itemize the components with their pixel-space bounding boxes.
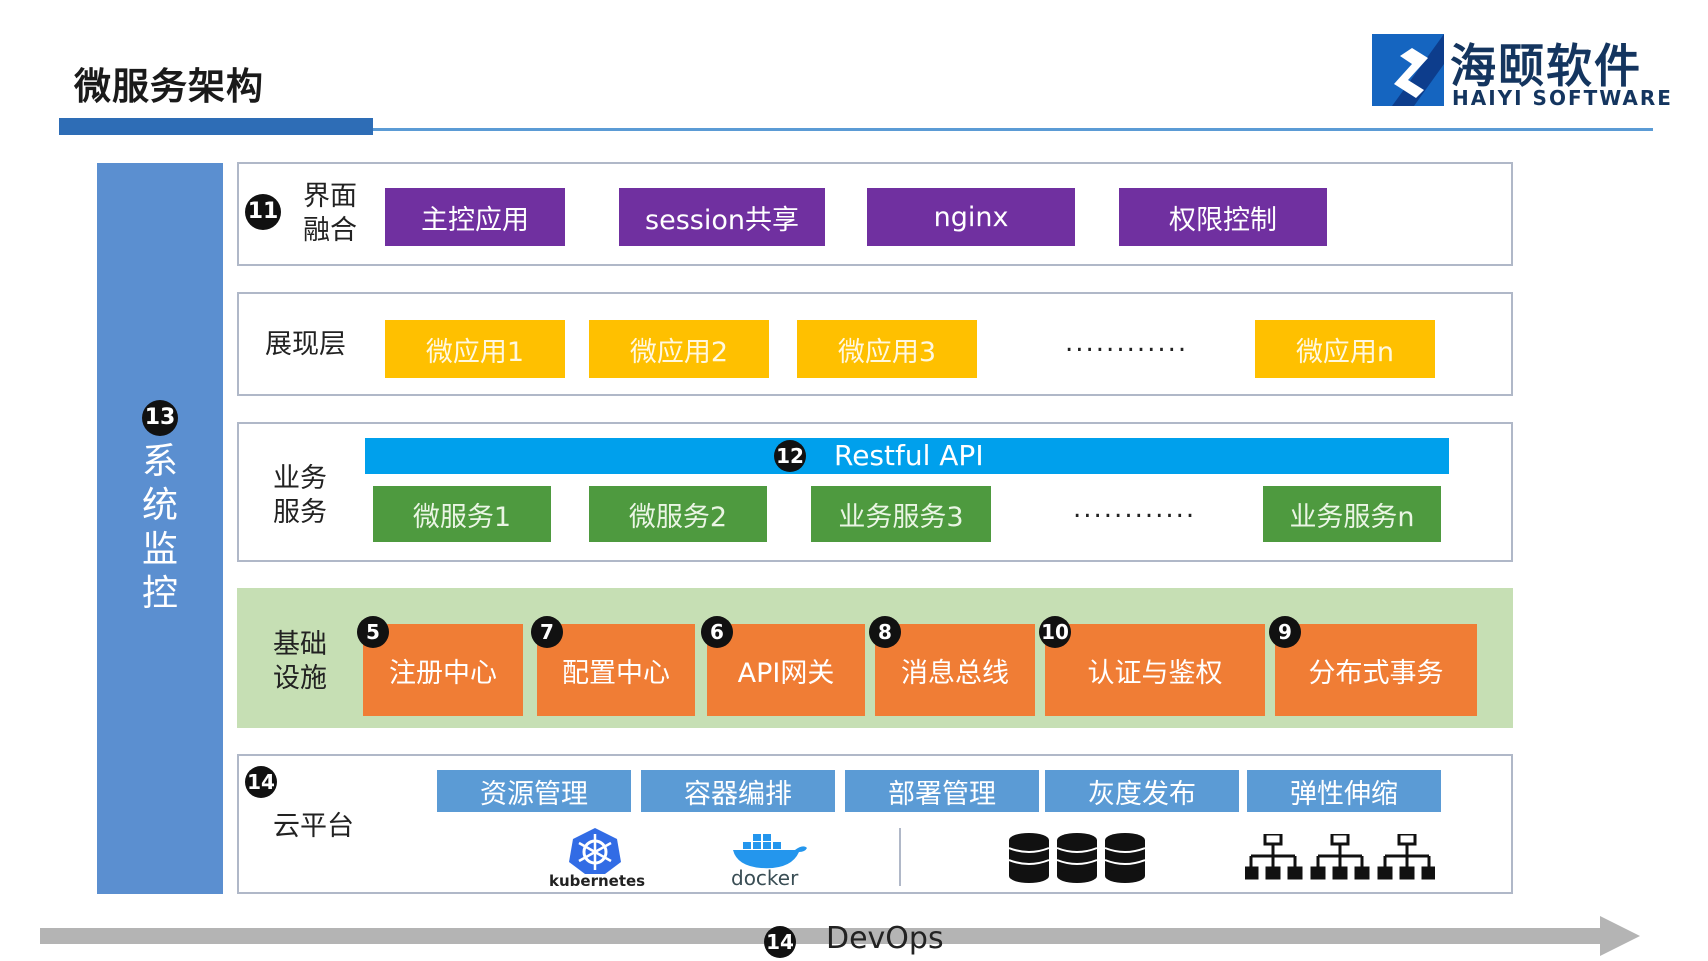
logo-english-text: HAIYI SOFTWARE [1452,86,1673,110]
database-icon [1009,833,1145,883]
kubernetes-label: kubernetes [549,872,646,890]
ui-fusion-label-1: 界面 [303,181,357,212]
logo-chinese-text: 海颐软件 [1450,39,1642,93]
config-center-box: 配置中心 [537,624,695,716]
layer-infrastructure: 基础 设施 注册中心 5 配置中心 7 API网关 6 消息总线 8 认证与鉴权… [237,588,1513,728]
layer-presentation: 展现层 微应用1 微应用2 微应用3 ............ 微应用n [237,292,1513,396]
devops-badge: 14 [764,926,796,958]
restful-api-bar [365,438,1449,474]
docker-icon [733,834,807,869]
restful-api-label: Restful API [834,439,984,472]
docker-label: docker [731,866,799,890]
ui-fusion-label-2: 融合 [303,215,357,246]
auth-badge: 10 [1039,616,1071,648]
ui-fusion-badge: 11 [245,194,281,230]
nginx-box: nginx [867,188,1075,246]
business-ellipsis: ............ [1073,494,1197,524]
micro-app-3-box: 微应用3 [797,320,977,378]
micro-app-1-box: 微应用1 [385,320,565,378]
cloud-divider [899,828,901,886]
micro-service-2-box: 微服务2 [589,486,767,542]
monitor-label: 系统监控 [97,440,223,616]
deployment-management-box: 部署管理 [845,770,1039,812]
network-topology-icon [1245,834,1435,880]
cloud-badge: 14 [245,766,277,798]
auth-box: 认证与鉴权 [1045,624,1265,716]
layer-ui-fusion: 11 界面 融合 主控应用 session共享 nginx 权限控制 [237,162,1513,266]
permission-control-box: 权限控制 [1119,188,1327,246]
micro-app-2-box: 微应用2 [589,320,769,378]
message-bus-badge: 8 [869,616,901,648]
business-label-1: 业务 [273,463,327,494]
micro-service-1-box: 微服务1 [373,486,551,542]
kubernetes-icon [569,828,621,874]
container-orchestration-box: 容器编排 [641,770,835,812]
presentation-ellipsis: ............ [1065,328,1189,358]
infra-label-1: 基础 [273,629,327,660]
monitor-label-text: 系统监控 [141,441,178,614]
transaction-badge: 9 [1269,616,1301,648]
elastic-scaling-box: 弹性伸缩 [1247,770,1441,812]
resource-management-box: 资源管理 [437,770,631,812]
business-service-n-box: 业务服务n [1263,486,1441,542]
main-app-box: 主控应用 [385,188,565,246]
cloud-label: 云平台 [273,811,354,842]
api-gateway-box: API网关 [707,624,865,716]
monitor-badge: 13 [142,400,178,436]
devops-label: DevOps [826,921,944,956]
config-badge: 7 [531,616,563,648]
gray-release-box: 灰度发布 [1045,770,1239,812]
title-underline-thick [59,118,373,135]
registry-center-box: 注册中心 [363,624,523,716]
session-share-box: session共享 [619,188,825,246]
message-bus-box: 消息总线 [875,624,1035,716]
gateway-badge: 6 [701,616,733,648]
infra-label-2: 设施 [273,663,327,694]
haiyi-logo-icon [1372,34,1444,106]
presentation-label: 展现层 [265,329,346,360]
page-title: 微服务架构 [74,65,264,108]
business-label-2: 服务 [273,497,327,528]
distributed-transaction-box: 分布式事务 [1275,624,1477,716]
micro-app-n-box: 微应用n [1255,320,1435,378]
registry-badge: 5 [357,616,389,648]
title-underline-thin [373,128,1653,131]
layer-cloud-platform: 14 云平台 资源管理 容器编排 部署管理 灰度发布 弹性伸缩 kubernet… [237,754,1513,894]
devops-arrow-icon [40,916,1640,956]
business-service-3-box: 业务服务3 [811,486,991,542]
api-badge: 12 [774,440,806,472]
system-monitor-column [97,163,223,894]
